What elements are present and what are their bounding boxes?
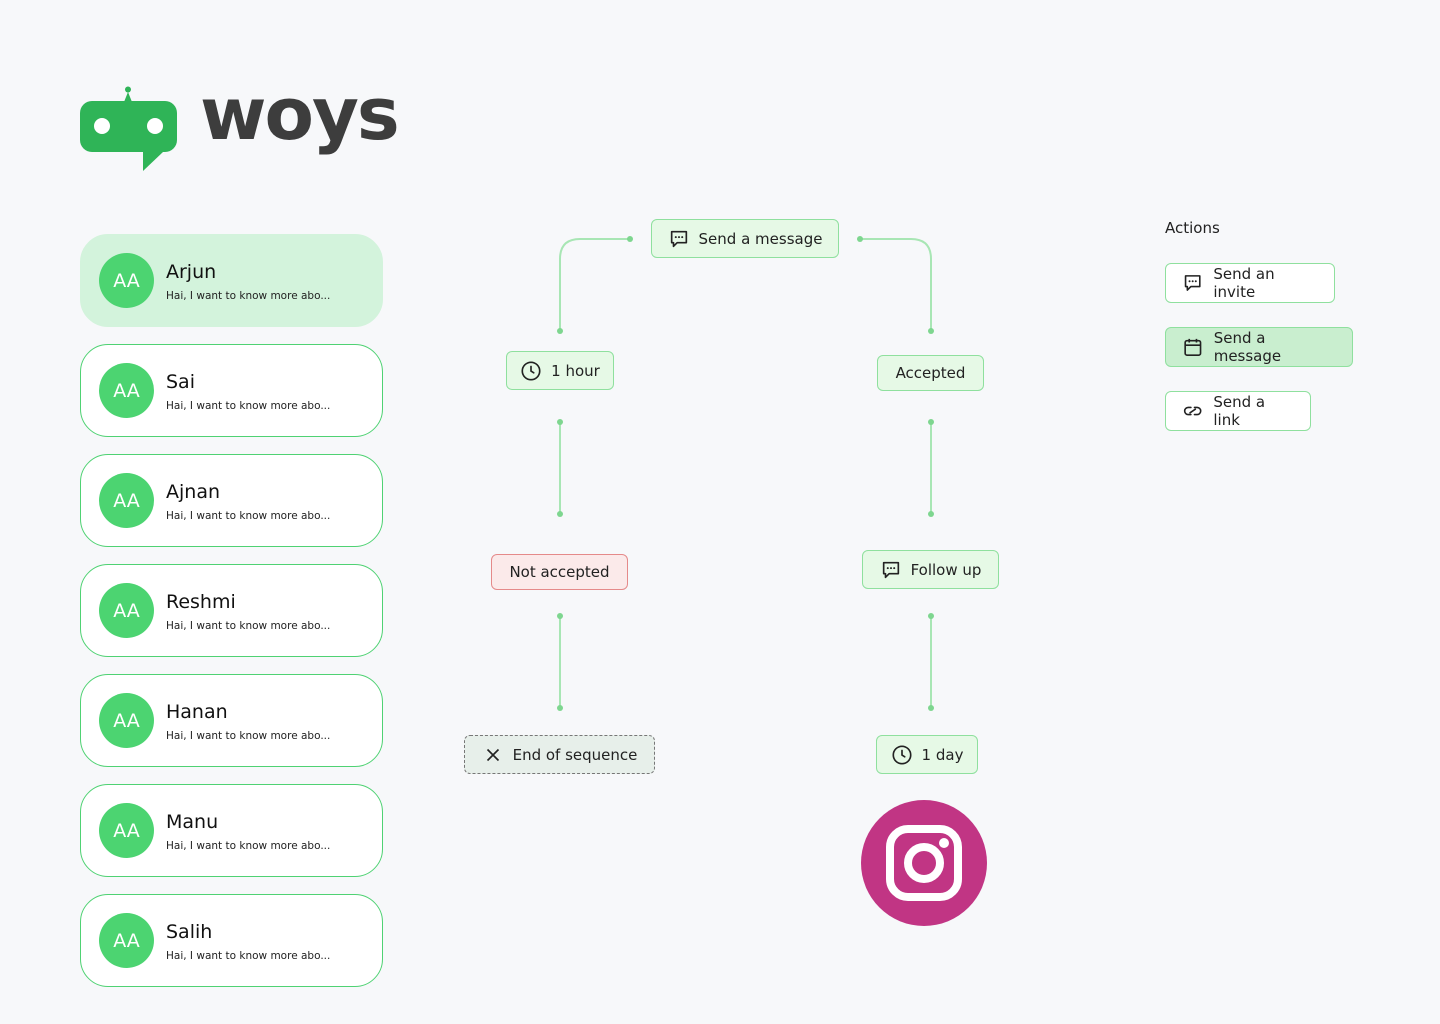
avatar: AA [99,473,154,528]
node-label: End of sequence [512,745,638,764]
flow-node-wait-1-day[interactable]: 1 day [876,735,978,774]
node-label: 1 hour [551,361,600,380]
node-label: Not accepted [509,563,610,581]
contact-name: Hanan [166,701,228,723]
contact-name: Reshmi [166,591,236,613]
brand-name: woys [200,72,400,156]
node-label: Follow up [910,560,982,579]
contact-preview: Hai, I want to know more abo... [166,840,331,852]
node-label: Send a message [698,229,823,248]
flow-node-accepted[interactable]: Accepted [877,355,984,391]
chat-icon [1184,275,1201,291]
action-send-link-button[interactable]: Send a link [1165,391,1311,431]
contact-preview: Hai, I want to know more abo... [166,620,331,632]
chat-icon [882,561,899,578]
clock-icon [521,360,541,381]
contact-name: Salih [166,921,213,943]
actions-title: Actions [1165,219,1220,237]
calendar-icon [1184,338,1202,356]
action-label: Send a link [1213,393,1266,429]
contact-preview: Hai, I want to know more abo... [166,290,331,302]
contact-preview: Hai, I want to know more abo... [166,950,331,962]
clock-icon [892,744,912,765]
avatar: AA [99,693,154,748]
contact-name: Sai [166,371,195,393]
contact-name: Manu [166,811,219,833]
flow-node-send-message[interactable]: Send a message [651,219,839,258]
logo [80,86,180,176]
contact-preview: Hai, I want to know more abo... [166,400,331,412]
flow-node-follow-up[interactable]: Follow up [862,550,999,589]
action-send-message-button[interactable]: Send a message [1165,327,1353,367]
close-icon [486,748,499,761]
flow-node-end-of-sequence[interactable]: End of sequence [464,735,655,774]
contact-name: Arjun [166,261,217,283]
avatar: AA [99,583,154,638]
action-label: Send an invite [1213,265,1275,301]
avatar: AA [99,913,154,968]
flow-node-wait-1-hour[interactable]: 1 hour [506,351,614,390]
contact-preview: Hai, I want to know more abo... [166,510,331,522]
avatar: AA [99,803,154,858]
action-send-invite-button[interactable]: Send an invite [1165,263,1335,303]
instagram-icon[interactable] [861,800,987,926]
flow-node-not-accepted[interactable]: Not accepted [491,554,628,590]
avatar: AA [99,253,154,308]
chat-icon [670,230,687,247]
node-label: 1 day [921,745,964,764]
node-label: Accepted [895,364,966,382]
robot-logo-icon [80,86,177,171]
link-icon [1183,406,1202,416]
contact-preview: Hai, I want to know more abo... [166,730,331,742]
contact-name: Ajnan [166,481,221,503]
avatar: AA [99,363,154,418]
action-label: Send a message [1213,329,1282,365]
